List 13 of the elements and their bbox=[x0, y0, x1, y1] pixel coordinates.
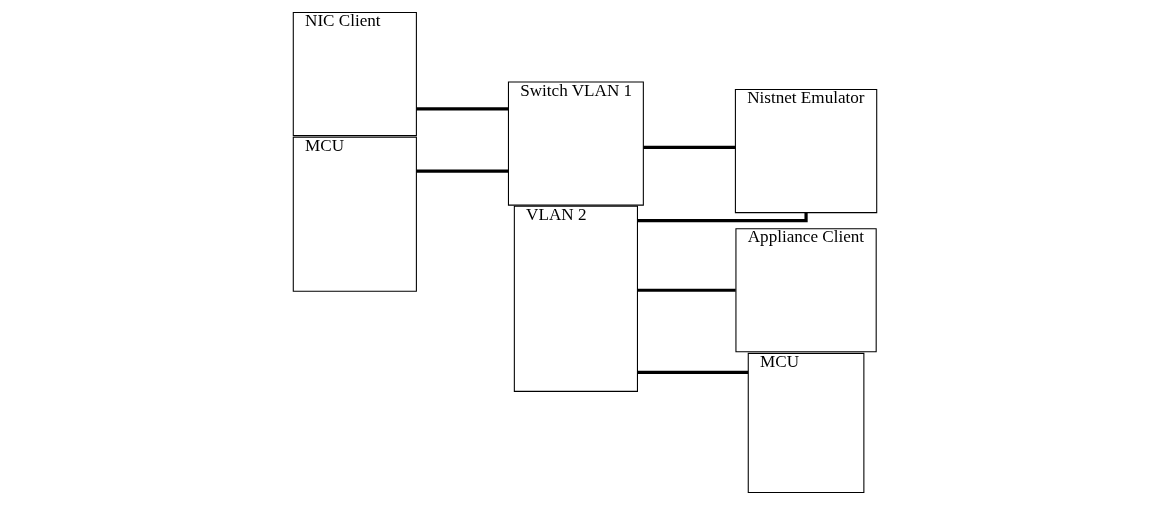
node-box: MCU bbox=[747, 352, 864, 494]
connector bbox=[415, 169, 508, 173]
node-box: VLAN 2 bbox=[513, 205, 638, 392]
node-box: NIC Client bbox=[292, 11, 417, 137]
node-box: MCU bbox=[292, 136, 417, 292]
connector bbox=[637, 212, 808, 223]
node-box: Switch VLAN 1 bbox=[507, 81, 644, 206]
node-box: Appliance Client bbox=[734, 228, 877, 353]
connector bbox=[637, 370, 748, 374]
connector bbox=[415, 107, 508, 111]
node-box: Nistnet Emulator bbox=[734, 88, 877, 214]
connector bbox=[642, 145, 735, 149]
connector bbox=[637, 288, 736, 292]
